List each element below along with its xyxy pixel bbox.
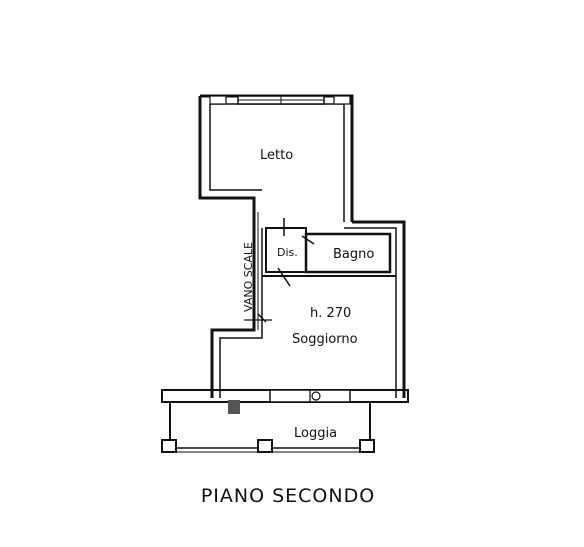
room-loggia-label: Loggia	[294, 426, 337, 441]
room-bagno-label: Bagno	[333, 247, 374, 262]
room-height-label: h. 270	[310, 306, 351, 321]
room-letto-label: Letto	[260, 148, 293, 163]
interior-walls	[244, 218, 396, 323]
room-dis-label: Dis.	[277, 246, 298, 259]
room-labels: Letto Dis. Bagno h. 270 Soggiorno Loggia	[260, 148, 374, 441]
floor-title: PIANO SECONDO	[201, 485, 375, 507]
loggia	[161, 389, 409, 453]
room-soggiorno-label: Soggiorno	[292, 332, 358, 347]
windows	[209, 95, 351, 105]
stair-label: VANO SCALE	[242, 242, 255, 312]
